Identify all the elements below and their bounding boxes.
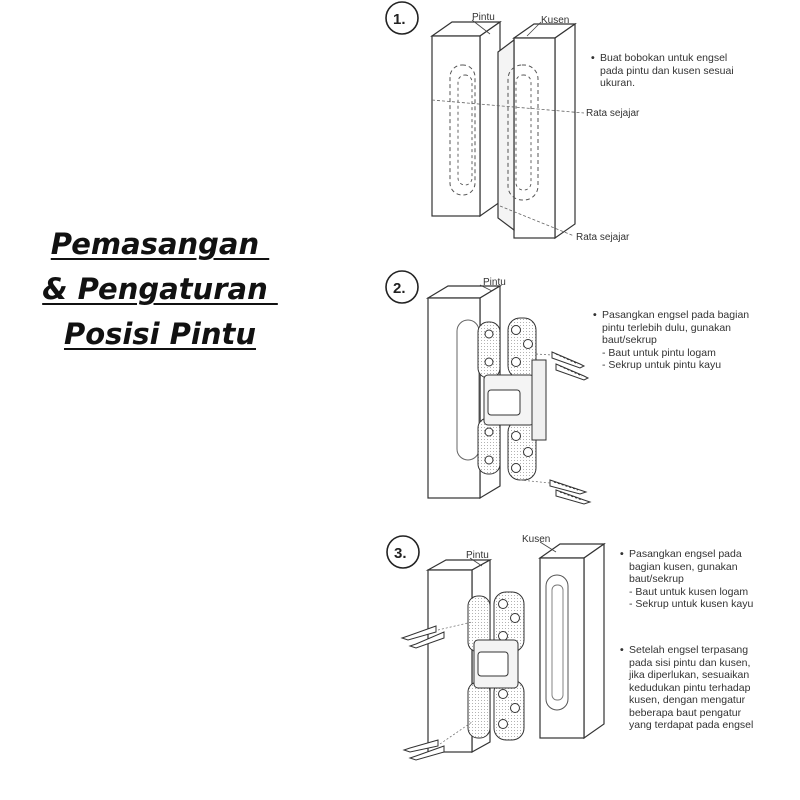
step1-number: 1. bbox=[393, 11, 406, 28]
step2-bullet-line-3: baut/sekrup bbox=[602, 334, 657, 346]
step3-sub-line-2: - Sekrup untuk kusen kayu bbox=[629, 598, 754, 610]
step1-frame-recess bbox=[507, 64, 539, 201]
step1-frame-block bbox=[497, 22, 577, 240]
step2-sub-line-2: - Sekrup untuk pintu kayu bbox=[602, 359, 722, 371]
step2-instructions: Pasangkan engsel pada bagian pintu terle… bbox=[602, 309, 749, 372]
step3-bullet2-line-1: Setelah engsel terpasang bbox=[629, 644, 753, 657]
step3-bullet2-line-6: beberapa baut pengatur bbox=[629, 706, 742, 719]
step3-number: 3. bbox=[394, 545, 407, 562]
step1-instructions: Buat bobokan untuk engsel pada pintu dan… bbox=[600, 52, 734, 90]
step3-bullet1-line-3: baut/sekrup bbox=[629, 573, 684, 585]
step1-door-block bbox=[430, 20, 502, 218]
step3-bullet2-line-4: kedudukan pintu terhadap bbox=[629, 681, 751, 694]
step3-bullet2-line-7: yang terdapat pada engsel bbox=[629, 719, 754, 731]
step2-figure: 2. Pintu bbox=[385, 270, 592, 505]
step2-screws-top bbox=[551, 351, 590, 381]
step2-number-circle bbox=[385, 270, 419, 304]
step2-number: 2. bbox=[393, 280, 406, 297]
step1-label-flush-bottom: Rata sejajar bbox=[576, 232, 630, 243]
step3-bullet2-line-3: jika diperlukan, sesuaikan bbox=[629, 669, 750, 681]
step3-sub-line-1: - Baut untuk kusen logam bbox=[629, 585, 749, 598]
step2-bullet-line-1: Pasangkan engsel pada bagian bbox=[602, 309, 749, 322]
step3-number-circle bbox=[386, 535, 420, 569]
step3-screws-bottom bbox=[402, 739, 445, 761]
step3-instructions-2: Setelah engsel terpasang pada sisi pintu… bbox=[629, 644, 753, 732]
step1-label-door: Pintu bbox=[472, 12, 495, 23]
step1-bullet-line-2: pada pintu dan kusen sesuai bbox=[600, 64, 734, 77]
step1-label-flush-top: Rata sejajar bbox=[586, 108, 640, 119]
page-title: Pemasangan & Pengaturan Posisi Pintu bbox=[20, 222, 300, 357]
step3-figure: 3. Pintu bbox=[386, 534, 606, 761]
step3-label-frame: Kusen bbox=[522, 534, 550, 545]
step1-door-recess bbox=[449, 64, 476, 196]
step3-bullet2-line-5: kusen, dengan mengatur bbox=[629, 694, 746, 706]
step2-label-door: Pintu bbox=[483, 277, 506, 288]
step3-instructions-1: Pasangkan engsel pada bagian kusen, guna… bbox=[629, 548, 753, 611]
step3-bullet1-line-1: Pasangkan engsel pada bbox=[629, 548, 753, 561]
step2-screws-bottom bbox=[549, 479, 592, 505]
step1-number-circle bbox=[385, 1, 419, 35]
title-line-2: & Pengaturan bbox=[42, 272, 278, 306]
step1-bullet-line-1: Buat bobokan untuk engsel bbox=[600, 52, 734, 65]
step3-screws-top bbox=[400, 625, 445, 649]
step3-hinge bbox=[467, 591, 525, 741]
title-line-3: Posisi Pintu bbox=[63, 317, 257, 351]
step2-bullet-line-2: pintu terlebih dulu, gunakan bbox=[602, 321, 732, 334]
step1-bullet-line-3: ukuran. bbox=[600, 77, 636, 89]
step1-figure: 1. Pintu Kusen Rata sejajar Rata sejajar bbox=[385, 1, 640, 243]
step3-bullet1-line-2: bagian kusen, gunakan bbox=[629, 560, 738, 573]
step3-frame-block bbox=[538, 542, 606, 740]
step2-sub-line-1: - Baut untuk pintu logam bbox=[602, 346, 716, 359]
step2-hinge bbox=[477, 317, 547, 481]
step1-label-frame: Kusen bbox=[541, 15, 569, 26]
step3-label-door: Pintu bbox=[466, 550, 489, 561]
step3-bullet2-line-2: pada sisi pintu dan kusen, bbox=[629, 656, 751, 669]
title-line-1: Pemasangan bbox=[50, 227, 270, 261]
